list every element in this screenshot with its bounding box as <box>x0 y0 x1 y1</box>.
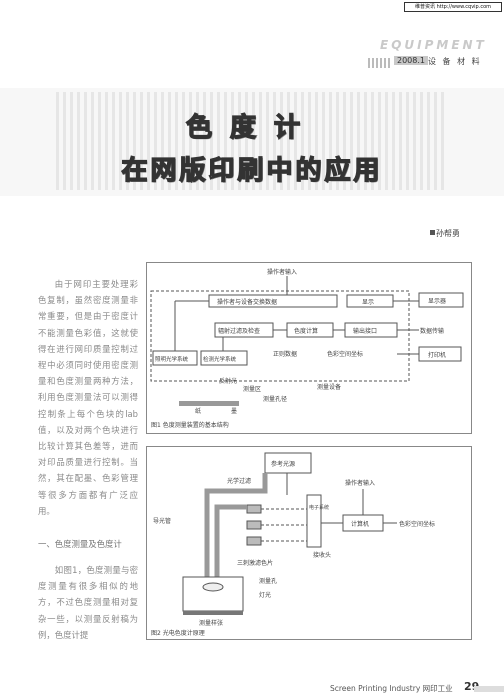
issue-decor-bars <box>368 58 390 68</box>
fig1-data-transfer: 数据传输 <box>420 327 444 335</box>
fig1-interface-label: 操作者与设备交换数据 <box>217 298 277 306</box>
body-column-bottom: 如图1，色度测量与密度测量有很多相似的地方，不过色度测量相对复杂一些，以测量反射… <box>38 562 138 643</box>
issue-number: 2008.1 <box>394 56 428 65</box>
fig1-printer-label: 打印机 <box>428 351 446 359</box>
fig2-filter-1 <box>246 504 262 514</box>
fig1-measure-target: 测量孔径 <box>263 395 287 403</box>
fig2-electronic-label: 电子系统 <box>309 504 329 511</box>
fig1-display-inner-label: 显示 <box>362 299 374 306</box>
fig1-output-label: 输出接口 <box>353 327 377 335</box>
fig1-box-detect <box>200 350 248 366</box>
fig2-filter-3 <box>246 536 262 546</box>
fig2-box-reference <box>264 452 312 474</box>
article-title-line1: 色度计 <box>185 112 318 143</box>
fig2-sample: 测量样张 <box>199 619 223 627</box>
fig2-color-space: 色彩空间坐标 <box>399 520 435 528</box>
fig1-measure-device: 测量设备 <box>317 383 341 391</box>
fig1-paper-sample <box>179 401 239 406</box>
fig2-tristimulus: 三刺激滤色片 <box>237 559 273 567</box>
fig1-color-space: 色彩空间坐标 <box>327 350 363 358</box>
body-paragraph-2: 如图1，色度测量与密度测量有很多相似的地方，不过色度测量相对复杂一些，以测量反射… <box>38 565 138 640</box>
author-name: 孙帮勇 <box>436 229 460 238</box>
fig2-light-guide: 导光管 <box>153 517 171 525</box>
fig2-filter-2 <box>246 520 262 530</box>
fig2-reference-label: 参考光源 <box>271 460 295 468</box>
body-paragraph-1: 由于网印主要处理彩色复制，虽然密度测量非常重要，但是由于密度计不能测量色彩值，这… <box>38 279 138 516</box>
figure-2-diagram: 参考光源 光学过滤 操作者输入 电子系统 计算机 色彩空间坐标 导光管 接收头 … <box>151 452 435 637</box>
figure-1-diagram: 操作者输入 操作者与设备交换数据 显示 显示器 辐射过滤及检查 色度计算 输出接… <box>150 268 464 429</box>
fig2-sample-plate <box>183 611 243 615</box>
fig1-reflected-light: 反射光 <box>219 377 237 385</box>
watermark-stamp: 维普资讯 http://www.cqvip.com <box>404 2 502 12</box>
figure-1-caption: 图1 色度测量装置的基本结构 <box>151 421 229 429</box>
title-banner-stripes <box>56 92 448 190</box>
fig2-measure-head <box>182 576 244 612</box>
fig1-ink-label: 墨 <box>231 408 237 415</box>
fig2-measure-hole: 测量孔 <box>259 577 277 585</box>
magazine-section: 设 备 材 料 <box>428 57 482 66</box>
fig2-computer-label: 计算机 <box>351 520 369 528</box>
figure-2-caption: 图2 光电色度计原理 <box>151 629 205 637</box>
journal-footer: Screen Printing Industry 网印工业 <box>330 684 453 693</box>
fig1-radiation-data: 正则数据 <box>273 350 297 358</box>
fig2-fiber-path <box>214 504 247 577</box>
fig2-optical-filter: 光学过滤 <box>227 477 251 485</box>
fig1-filter-label: 辐射过滤及检查 <box>218 327 260 335</box>
figure-1: 操作者输入 操作者与设备交换数据 显示 显示器 辐射过滤及检查 色度计算 输出接… <box>146 262 472 434</box>
author-marker <box>430 230 435 235</box>
fig2-operator-input: 操作者输入 <box>345 479 375 487</box>
footer-bar <box>474 686 504 692</box>
figure-2: 参考光源 光学过滤 操作者输入 电子系统 计算机 色彩空间坐标 导光管 接收头 … <box>146 446 472 640</box>
fig1-paper-label: 纸 <box>195 407 201 415</box>
fig1-detect-label: 检测光学系统 <box>203 355 237 363</box>
fig2-lamp-shape <box>202 582 224 592</box>
fig2-box-electronic <box>306 494 322 548</box>
fig1-illum-label: 照明光学系统 <box>155 355 189 363</box>
fig1-measure-area: 测量区 <box>243 385 261 393</box>
fig2-lightguide-path <box>204 473 268 577</box>
fig2-detector: 接收头 <box>313 551 331 559</box>
fig1-operator-input: 操作者输入 <box>267 268 297 276</box>
fig2-lamp: 灯光 <box>259 591 271 599</box>
section-heading: 一、色度测量及色度计 <box>38 539 122 549</box>
column-brand: EQUIPMENT <box>380 38 487 52</box>
fig1-box-display <box>418 292 464 308</box>
fig1-calc-label: 色度计算 <box>294 327 318 335</box>
measure-device-frame <box>150 290 410 382</box>
body-column-top: 由于网印主要处理彩色复制，虽然密度测量非常重要，但是由于密度计不能测量色彩值，这… <box>38 276 138 519</box>
article-title-line2: 在网版印刷中的应用 <box>121 155 383 186</box>
fig1-display-label: 显示器 <box>428 298 446 305</box>
